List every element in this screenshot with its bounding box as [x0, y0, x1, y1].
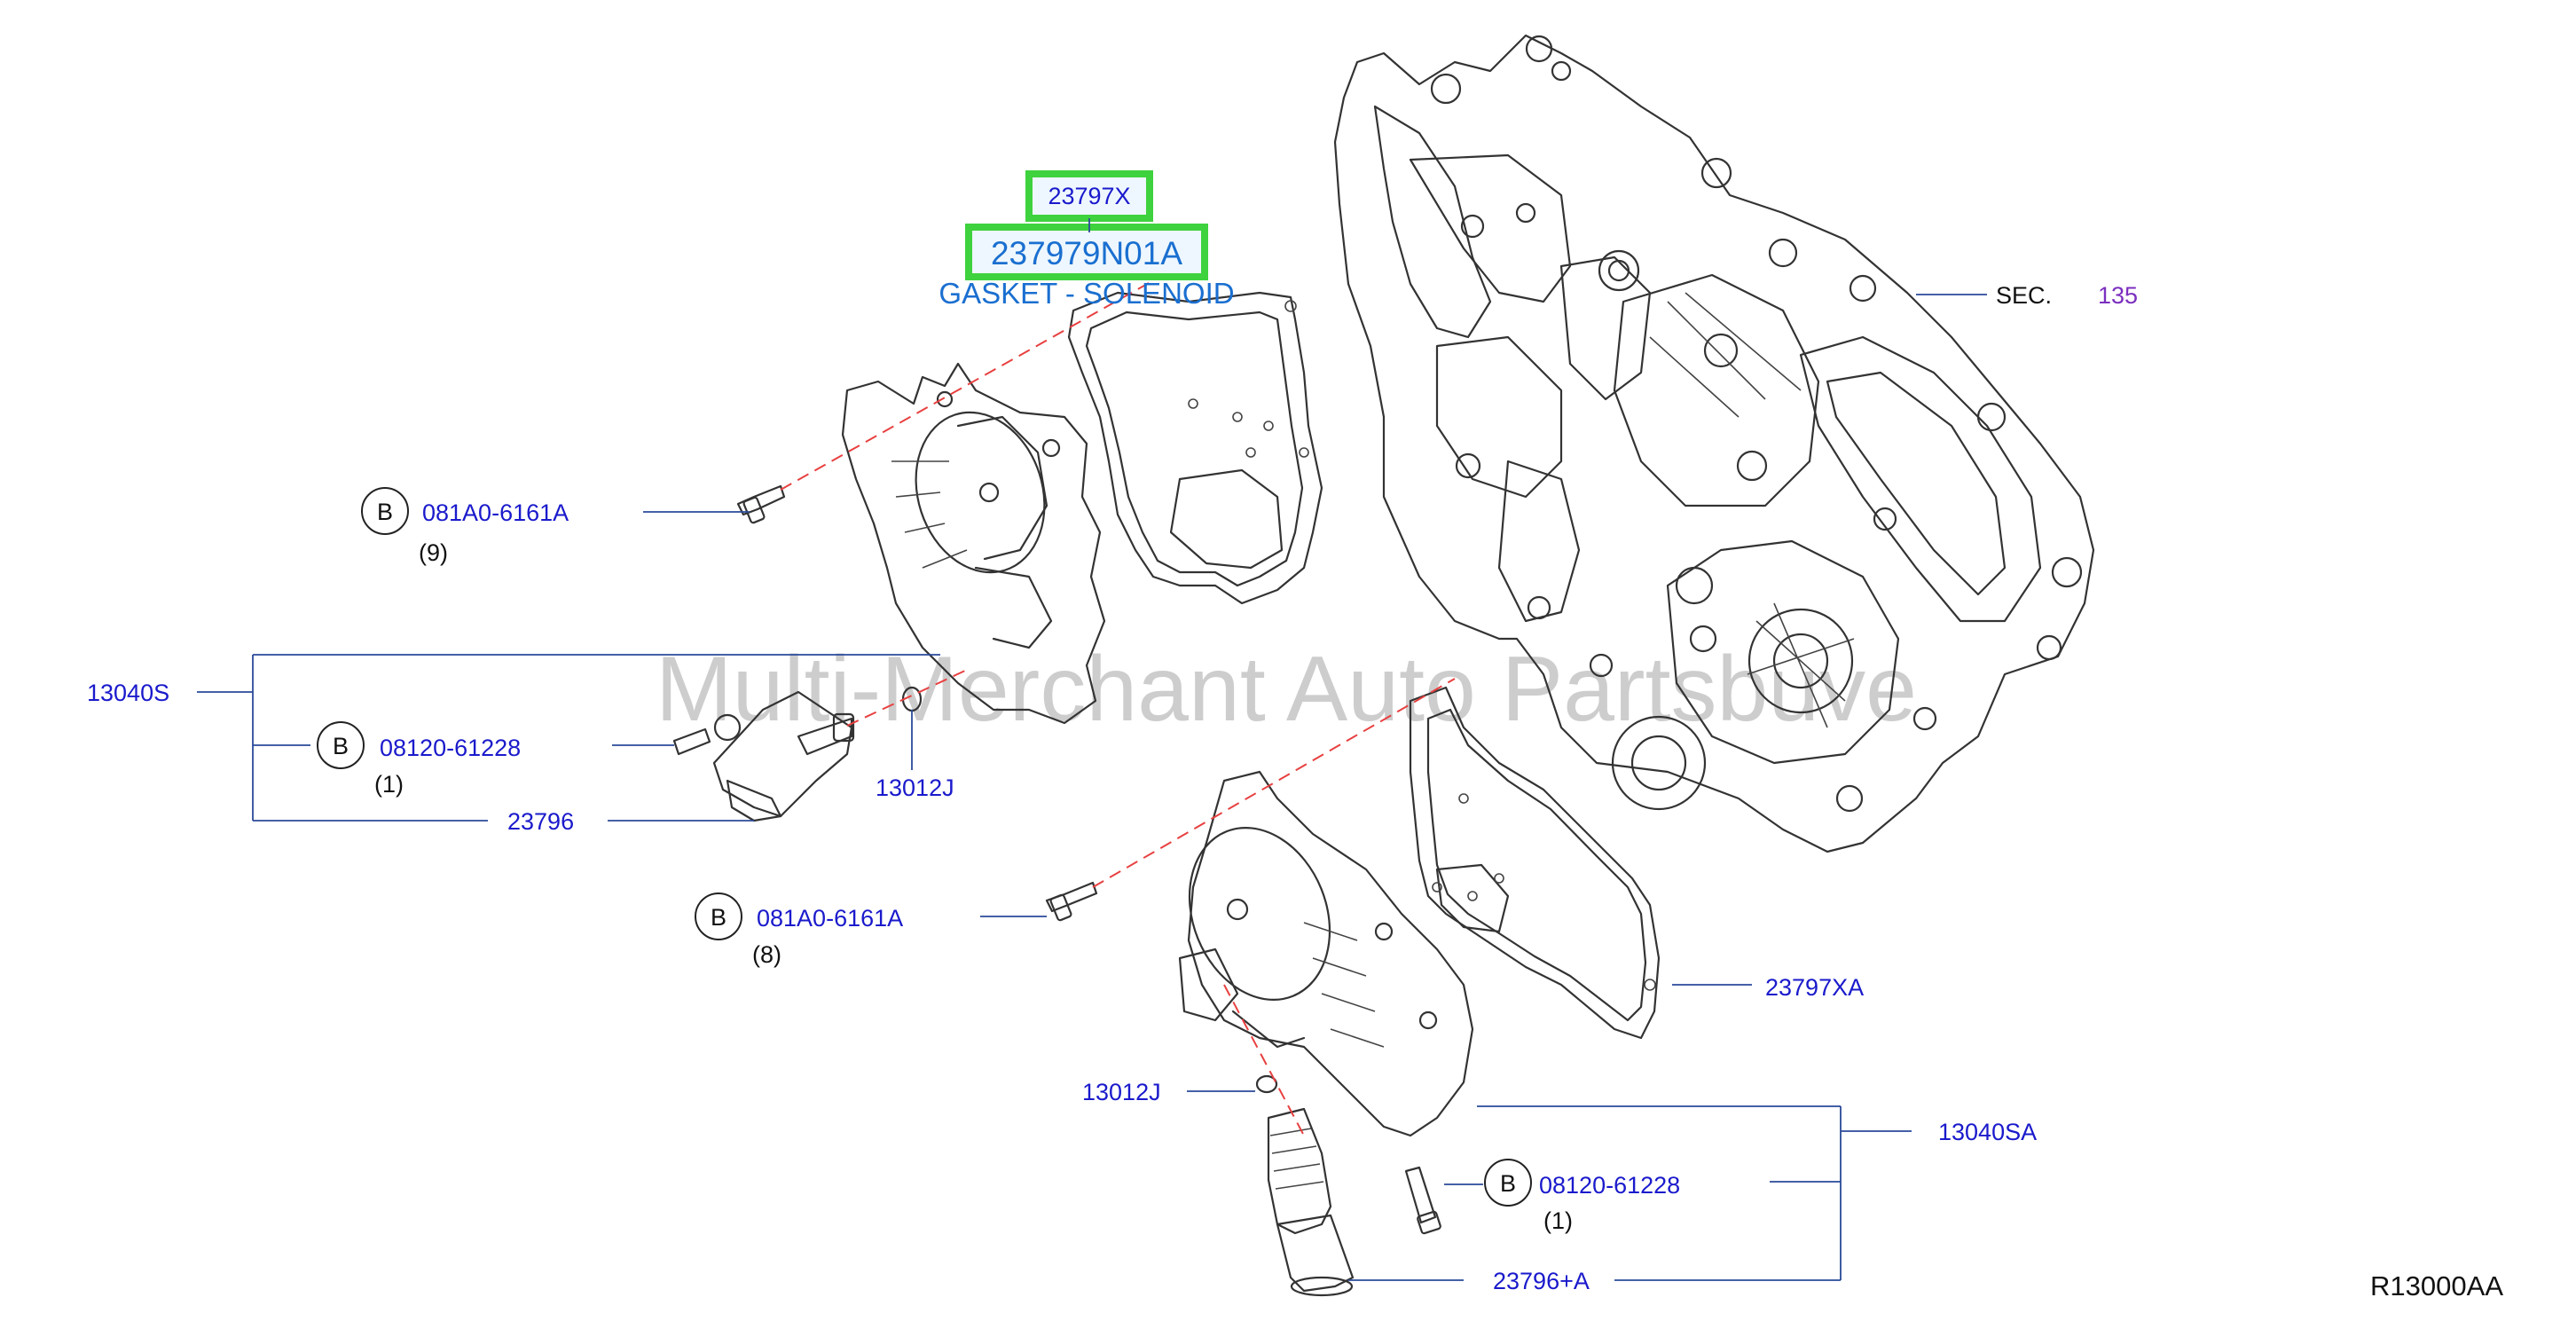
upper-gasket-drawing: [1067, 291, 1323, 605]
lower-oring-drawing: [1255, 1074, 1278, 1094]
highlighted-gasket-callout[interactable]: 23797X 237979N01A GASKET - SOLENOID: [939, 170, 1235, 310]
lower-valve-timing-cover-drawing: [1178, 770, 1474, 1137]
section-reference[interactable]: SEC. 135: [1916, 282, 2138, 309]
callout-b-circle: [361, 487, 409, 535]
callout-b-circle: [695, 892, 742, 940]
part-label-13012J-lower[interactable]: 13012J: [1082, 1079, 1255, 1105]
part-link-23796A[interactable]: 23796+A: [1493, 1268, 1590, 1294]
lower-solenoid-bolt-drawing: [1404, 1166, 1441, 1235]
callout-bolt-middle[interactable]: B 081A0-6161A (8): [695, 892, 1047, 968]
part-link-081A0-6161A-middle[interactable]: 081A0-6161A: [757, 905, 903, 932]
quantity-8: (8): [752, 941, 781, 968]
part-link-08120-61228-lower[interactable]: 08120-61228: [1539, 1172, 1680, 1199]
part-label-23796[interactable]: 23796: [507, 808, 754, 835]
part-label-13012J-upper[interactable]: 13012J: [876, 710, 954, 801]
part-label-23797XA[interactable]: 23797XA: [1672, 974, 1864, 1001]
part-number-237979N01A[interactable]: 237979N01A: [991, 235, 1182, 271]
callout-b-letter: B: [377, 499, 393, 525]
part-label-23796A[interactable]: 23796+A: [1348, 1268, 1590, 1294]
part-link-13040SA[interactable]: 13040SA: [1938, 1119, 2037, 1145]
section-number-link[interactable]: 135: [2098, 282, 2138, 309]
part-link-13012J-lower[interactable]: 13012J: [1082, 1079, 1161, 1105]
callout-bolt-upper-solenoid[interactable]: B 08120-61228 (1): [317, 721, 674, 798]
assembly-bracket-13040S[interactable]: 13040S: [87, 654, 940, 822]
callout-bolt-top[interactable]: B 081A0-6161A (9): [361, 487, 750, 566]
callout-b-circle: [317, 721, 365, 769]
part-description: GASKET - SOLENOID: [939, 277, 1234, 310]
upper-valve-timing-cover-drawing: [841, 362, 1106, 725]
lower-solenoid-drawing: [1267, 1107, 1355, 1297]
part-link-23796[interactable]: 23796: [507, 808, 574, 835]
quantity-1-upper: (1): [374, 771, 404, 798]
center-line-upper: [780, 270, 1172, 491]
part-link-13012J-upper[interactable]: 13012J: [876, 775, 954, 801]
quantity-9: (9): [419, 539, 448, 566]
part-number-highlight-box: [965, 224, 1208, 280]
upper-solenoid-drawing: [672, 690, 855, 822]
diagram-reference-code: R13000AA: [2370, 1270, 2503, 1301]
part-code-23797X[interactable]: 23797X: [1048, 183, 1130, 209]
center-line-lower-solenoid: [1223, 984, 1305, 1136]
upper-bolt-drawing: [736, 484, 786, 524]
lower-gasket-drawing: [1409, 686, 1661, 1040]
callout-b-letter: B: [333, 733, 349, 759]
quantity-1-lower: (1): [1543, 1207, 1573, 1234]
assembly-bracket-13040SA[interactable]: 13040SA: [1477, 1105, 2037, 1281]
timing-chain-case-drawing: [1333, 34, 2095, 853]
part-link-081A0-6161A-top[interactable]: 081A0-6161A: [422, 499, 569, 526]
callout-b-circle: [1484, 1159, 1532, 1207]
part-link-08120-61228-upper[interactable]: 08120-61228: [380, 735, 521, 761]
callout-b-letter: B: [1500, 1170, 1516, 1197]
part-link-23797XA[interactable]: 23797XA: [1765, 974, 1864, 1001]
part-link-13040S[interactable]: 13040S: [87, 680, 169, 706]
callout-b-letter: B: [711, 904, 726, 931]
section-label: SEC.: [1996, 282, 2052, 309]
callout-bolt-lower-solenoid[interactable]: B 08120-61228 (1): [1444, 1159, 1680, 1234]
center-line-lower: [1092, 678, 1456, 888]
watermark-text: Multi-Merchant Auto Partsbuve: [656, 638, 1917, 741]
lower-bolt-drawing: [1045, 881, 1098, 922]
center-line-upper-solenoid: [846, 669, 968, 727]
